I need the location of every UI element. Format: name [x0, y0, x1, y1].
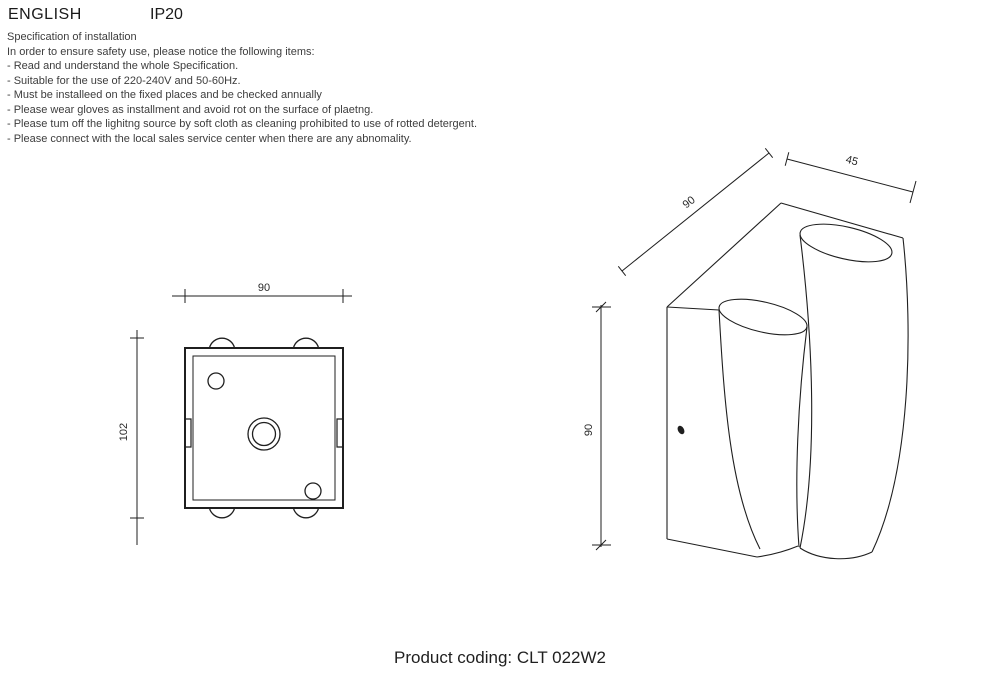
spec-item: - Please connect with the local sales se… — [7, 132, 412, 145]
perspective-height-dim-label: 90 — [583, 424, 595, 436]
side-tab-left — [185, 418, 192, 448]
screw-hole — [207, 372, 225, 390]
screw-hole — [304, 482, 322, 500]
front-cylinder-top — [718, 298, 808, 336]
spec-item: - Please tum off the lighitng source by … — [7, 118, 478, 130]
perspective-drawing: 90 90 45 — [583, 147, 917, 560]
bottom-front-edge — [666, 538, 758, 558]
mounting-hole — [677, 425, 685, 435]
top-back-right-edge — [780, 202, 904, 239]
perspective-depth-dim-label: 45 — [844, 154, 859, 169]
spec-item: - Please wear gloves as installment and … — [7, 103, 374, 116]
front-cylinder-left-silhouette — [718, 309, 761, 550]
front-height-dim-label: 102 — [118, 423, 130, 441]
cylinder-bump — [292, 507, 320, 519]
front-view-dimensions — [130, 289, 352, 545]
spec-title: Specification of installation — [7, 31, 137, 43]
mounting-plate-outline — [184, 347, 344, 509]
mounting-plate-inner — [192, 355, 336, 501]
spec-item: - Read and understand the whole Specific… — [7, 60, 239, 72]
top-back-left-edge — [666, 202, 782, 308]
cylinder-bump — [292, 337, 320, 349]
side-tab-right — [336, 418, 343, 448]
front-view-drawing: 90 102 — [118, 282, 352, 545]
perspective-dimensions — [592, 147, 917, 551]
language-label: ENGLISH — [8, 6, 82, 23]
center-hole-inner — [251, 421, 277, 447]
rear-cylinder-bottom — [799, 547, 873, 560]
installation-spec: Specification of installation In order t… — [7, 30, 477, 146]
spec-item: - Suitable for the use of 220-240V and 5… — [7, 74, 241, 87]
perspective-width-dim-label: 90 — [681, 194, 698, 211]
rear-cylinder-left-silhouette — [799, 234, 813, 549]
product-coding: Product coding: CLT 022W2 — [394, 648, 606, 667]
rear-cylinder-right-silhouette — [871, 237, 909, 553]
front-cylinder-bottom — [756, 545, 799, 558]
spec-intro: In order to ensure safety use, please no… — [7, 45, 315, 58]
lamp-body — [666, 202, 909, 560]
ip-rating-label: IP20 — [150, 6, 183, 23]
front-cylinder-right-silhouette — [796, 326, 808, 548]
cylinder-bump — [208, 337, 236, 349]
front-top-edge — [666, 306, 720, 311]
spec-item: - Must be installeed on the fixed places… — [7, 89, 322, 101]
rear-cylinder-top — [799, 223, 893, 263]
front-width-dim-label: 90 — [258, 282, 270, 294]
mounting-plate — [184, 337, 344, 519]
center-hole-outer — [247, 417, 281, 451]
cylinder-bump — [208, 507, 236, 519]
